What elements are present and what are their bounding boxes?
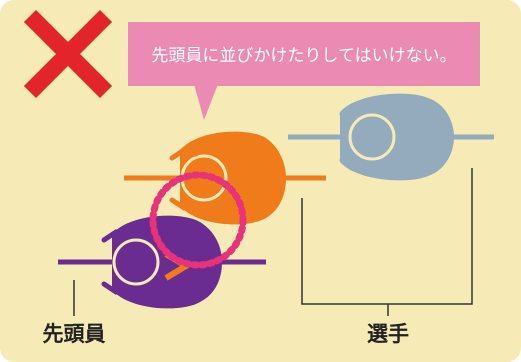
overlap-dotted-circle	[149, 171, 247, 269]
orange-rider	[124, 131, 326, 225]
speech-bubble-text: 先頭員に並びかけたりしてはいけない。	[151, 46, 456, 66]
grey-rider	[288, 93, 494, 181]
riders-bracket	[301, 168, 473, 316]
prohibition-cross-icon	[23, 9, 113, 99]
speech-bubble: 先頭員に並びかけたりしてはいけない。	[128, 22, 480, 120]
leader-label: 先頭員	[43, 322, 106, 346]
purple-leader-rider	[58, 215, 266, 309]
riders-label: 選手	[367, 322, 409, 346]
